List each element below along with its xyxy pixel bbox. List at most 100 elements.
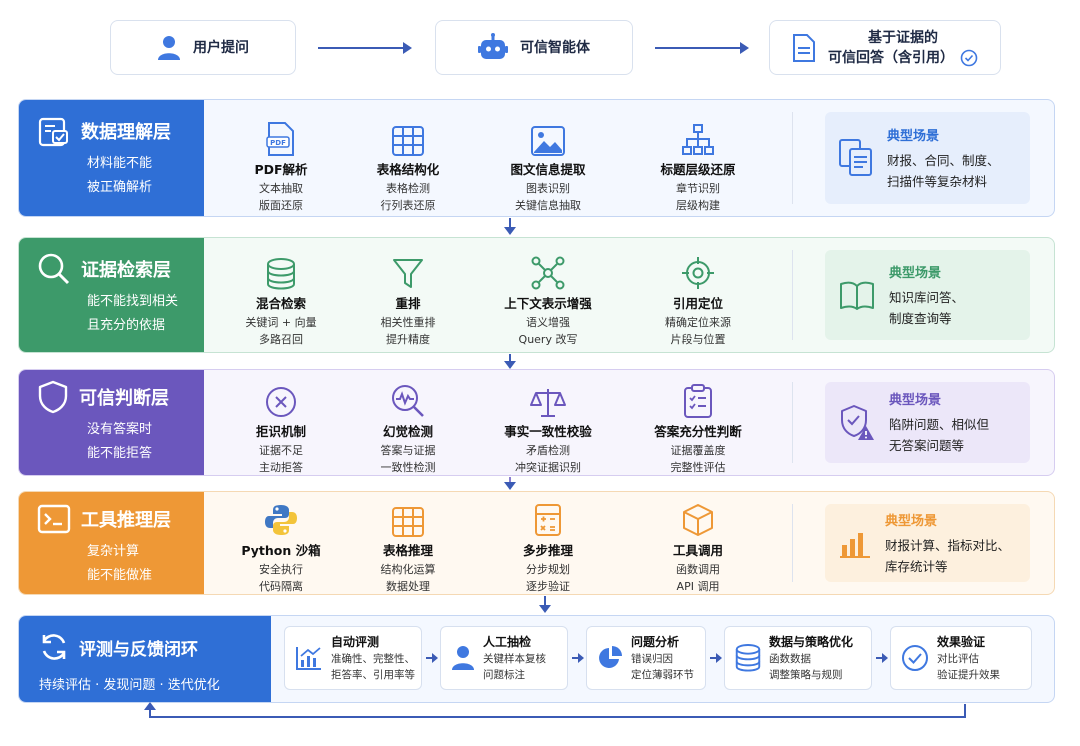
scene-desc: 无答案问题等 [889,438,965,453]
table-icon [392,126,424,156]
scene-box: 典型场景 财报、合同、制度、 扫描件等复杂材料 [825,112,1030,204]
step-desc: 关键样本复核 [483,653,546,665]
eval-subtitle: 持续评估 · 发现问题 · 迭代优化 [39,678,220,693]
shield-icon [38,380,68,414]
item-desc: 结构化运算 [380,563,436,576]
database-icon [267,258,295,290]
item-citation-locate: 引用定位 精确定位来源 片段与位置 [628,248,768,348]
item-name: 答案充分性判断 [654,424,742,439]
item-name: 混合检索 [255,296,306,311]
item-desc: 表格检测 [386,182,430,195]
item-tool-call: 工具调用 函数调用 API 调用 [628,495,768,594]
item-desc: 片段与位置 [670,333,726,346]
layer-subtitle-2: 且充分的依据 [87,318,166,333]
item-desc: 函数调用 [676,563,720,576]
layer-header: 数据理解层 材料能不能 被正确解析 [19,100,204,216]
item-desc: 主动拒答 [259,461,303,474]
step-desc: 调整策略与规则 [769,669,843,681]
divider [792,112,793,204]
step-name: 效果验证 [937,635,986,649]
item-desc: 精确定位来源 [665,316,731,329]
svg-text:PDF: PDF [270,139,286,147]
down-arrow [504,218,516,235]
item-fact-consistency: 事实一致性校验 矛盾检测 冲突证据识别 [478,376,618,475]
step-name: 自动评测 [331,635,380,649]
scene-title: 典型场景 [889,393,942,408]
scene-desc: 陷阱问题、相似但 [889,417,990,432]
item-name: 幻觉检测 [382,424,433,439]
item-desc: 分步规划 [526,563,570,576]
item-desc: 矛盾检测 [526,444,570,457]
item-desc: 关键词 + 向量 [245,316,317,329]
step-desc: 准确性、完整性、 [331,653,415,665]
scene-desc: 财报、合同、制度、 [887,152,1000,168]
python-icon [265,505,297,535]
item-desc: 安全执行 [259,563,303,576]
documents-icon [839,139,872,176]
step-arrow [710,653,722,663]
document-check-icon [38,117,68,147]
layer-subtitle-2: 被正确解析 [87,180,153,195]
item-desc: API 调用 [676,580,720,593]
item-name: 表格结构化 [376,162,440,177]
eval-step-optimize: 数据与策略优化 函数数据 调整策略与规则 [724,626,872,690]
item-name: 工具调用 [672,543,723,558]
scene-box: 典型场景 陷阱问题、相似但 无答案问题等 [825,382,1030,463]
step-desc: 函数数据 [769,653,811,665]
x-circle-icon [266,387,296,417]
item-name: 图文信息提取 [510,162,586,177]
scene-desc: 制度查询等 [889,310,952,326]
item-context-enhance: 上下文表示增强 语义增强 Query 改写 [478,248,618,348]
step-desc: 问题标注 [483,669,525,681]
layer-title: 工具推理层 [81,510,171,531]
eval-step-auto: 自动评测 准确性、完整性、 拒答率、引用率等 [284,626,422,690]
item-desc: 版面还原 [259,199,303,212]
answer-label-line2: 可信回答（含引用） [828,49,954,66]
item-name: 拒识机制 [255,424,306,439]
item-name: 多步推理 [522,543,573,558]
item-rerank: 重排 相关性重排 提升精度 [338,248,478,348]
scene-box: 典型场景 知识库问答、 制度查询等 [825,250,1030,340]
item-desc: 证据不足 [259,444,303,457]
eval-title: 评测与反馈闭环 [79,639,198,660]
pie-chart-icon [599,646,622,668]
item-desc: 证据覆盖度 [670,444,726,457]
shield-alert-icon [841,404,874,440]
agent-label: 可信智能体 [520,39,590,56]
step-desc: 错误归因 [631,653,673,665]
item-desc: 完整性评估 [670,461,726,474]
hierarchy-icon [682,124,714,155]
item-desc: 关键信息抽取 [515,199,581,212]
step-arrow [876,653,888,663]
step-desc: 定位薄弱环节 [631,669,694,681]
flow-arrow [655,42,749,54]
evidence-retrieval-layer: 证据检索层 能不能找到相关 且充分的依据 混合检索 关键词 + 向量 多路召回 … [18,237,1055,353]
step-desc: 验证提升效果 [937,669,1000,681]
down-arrow [504,477,516,490]
item-refusal: 拒识机制 证据不足 主动拒答 [211,376,351,475]
evaluation-feedback-loop: 评测与反馈闭环 持续评估 · 发现问题 · 迭代优化 自动评测 准确性、完整性、… [18,615,1055,703]
user-question-box: 用户提问 [110,20,296,75]
step-desc: 对比评估 [937,653,979,665]
user-question-label: 用户提问 [193,39,249,56]
layer-subtitle-1: 能不能找到相关 [87,294,179,309]
calculator-icon [535,504,561,536]
item-desc: 一致性检测 [380,461,436,474]
item-hallucination-detect: 幻觉检测 答案与证据 一致性检测 [338,376,478,475]
layer-title: 证据检索层 [81,260,171,281]
robot-icon [478,32,508,59]
down-arrow [539,596,551,613]
item-desc: 数据处理 [386,580,430,593]
answer-label-line1: 基于证据的 [868,29,938,46]
item-desc: 冲突证据识别 [515,461,581,474]
item-table-reasoning: 表格推理 结构化运算 数据处理 [338,495,478,594]
item-multistep-reasoning: 多步推理 分步规划 逐步验证 [478,495,618,594]
layer-title: 可信判断层 [79,388,169,409]
step-arrow [426,653,438,663]
divider [792,250,793,340]
item-desc: 答案与证据 [380,444,436,457]
filter-icon [393,259,423,288]
layer-header: 工具推理层 复杂计算 能不能做准 [19,492,204,594]
refresh-cycle-icon [42,634,66,660]
step-name: 数据与策略优化 [769,635,854,649]
